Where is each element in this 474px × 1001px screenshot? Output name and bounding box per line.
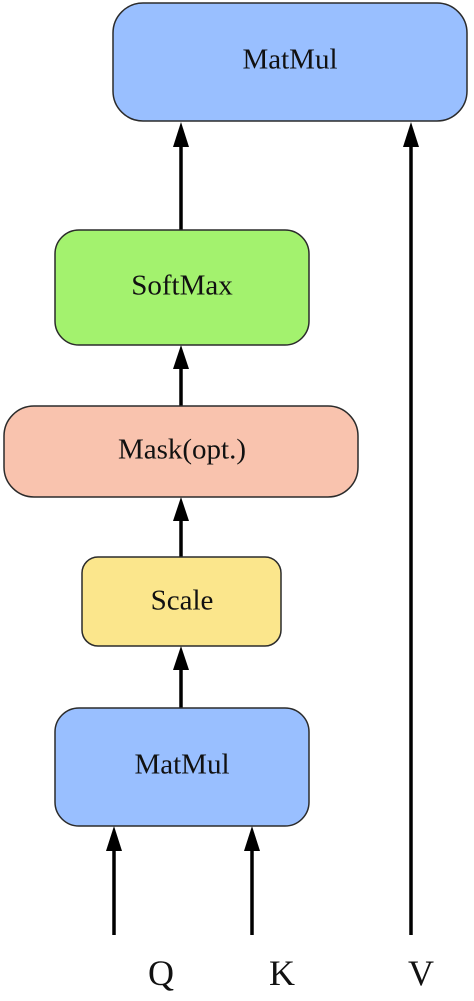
arrow-k-to-matmul-head	[244, 826, 260, 851]
mask-box	[3, 405, 359, 498]
scale-block: Scale	[81, 556, 282, 647]
scale-label: Scale	[151, 585, 214, 617]
arrows	[106, 122, 419, 935]
mask-label: Mask(opt.)	[118, 434, 246, 466]
scale-box	[81, 556, 282, 647]
matmul-bottom-box	[54, 707, 310, 827]
arrow-softmax-to-matmul-head	[173, 122, 189, 147]
arrow-q-to-matmul-head	[106, 826, 122, 851]
matmul-top-box	[112, 2, 468, 122]
input-label-q: Q	[148, 953, 174, 993]
arrow-matmul-to-scale-head	[173, 646, 189, 670]
arrow-mask-to-softmax-head	[173, 345, 189, 369]
matmul-top-block: MatMul	[112, 2, 468, 122]
softmax-block: SoftMax	[54, 229, 310, 346]
matmul-bottom-label: MatMul	[134, 749, 229, 781]
matmul-top-label: MatMul	[242, 44, 337, 76]
input-label-v: V	[408, 953, 434, 993]
input-label-k: K	[269, 953, 295, 993]
softmax-box	[54, 229, 310, 346]
softmax-label: SoftMax	[131, 270, 233, 302]
mask-block: Mask(opt.)	[3, 405, 359, 498]
arrow-v-to-matmul-head	[403, 122, 419, 147]
arrow-scale-to-mask-head	[173, 497, 189, 521]
matmul-bottom-block: MatMul	[54, 707, 310, 827]
